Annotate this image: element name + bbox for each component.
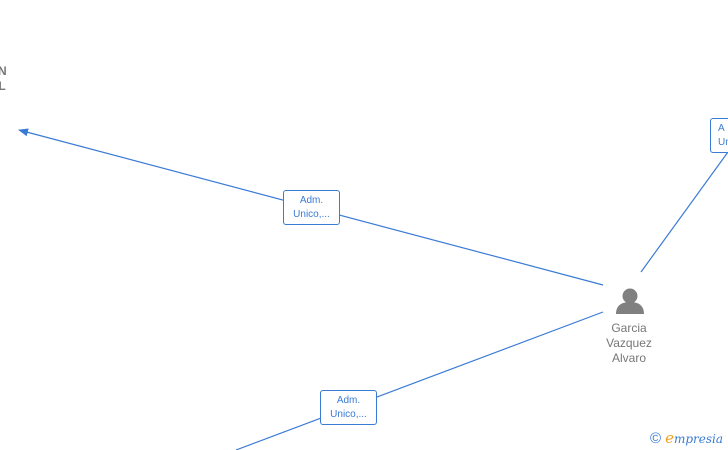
copyright-icon: © [650, 429, 662, 447]
brand-name: empresia [665, 429, 723, 447]
person-name-line2: Vazquez [606, 336, 652, 350]
person-name-line1: Garcia [611, 321, 647, 335]
edge-label-lower-line2: Unico,... [330, 409, 367, 420]
brand-initial: e [665, 429, 674, 447]
edge-label-right[interactable]: A Un [710, 118, 728, 153]
brand-watermark: © empresia [650, 429, 723, 447]
edge-label-lower[interactable]: Adm. Unico,... [320, 390, 377, 425]
edge-label-right-line1: A [718, 123, 725, 134]
person-node-label[interactable]: Garcia Vazquez Alvaro [594, 321, 664, 366]
company-node-label[interactable]: AN SL [0, 64, 28, 94]
edge-to-right-company [640, 151, 728, 273]
company-name-line1: AN [0, 64, 7, 78]
brand-rest: mpresia [673, 432, 724, 446]
person-name-line3: Alvaro [611, 351, 646, 365]
edge-to-lower-company [235, 311, 604, 450]
company-name-line2: SL [0, 79, 6, 93]
edge-label-right-line2: Un [718, 137, 728, 148]
edge-label-lower-line1: Adm. [336, 395, 361, 406]
edge-label-upper-line2: Unico,... [293, 209, 330, 220]
edge-label-upper-line1: Adm. [299, 195, 324, 206]
edge-label-upper[interactable]: Adm. Unico,... [283, 190, 340, 225]
person-icon[interactable] [616, 288, 644, 315]
